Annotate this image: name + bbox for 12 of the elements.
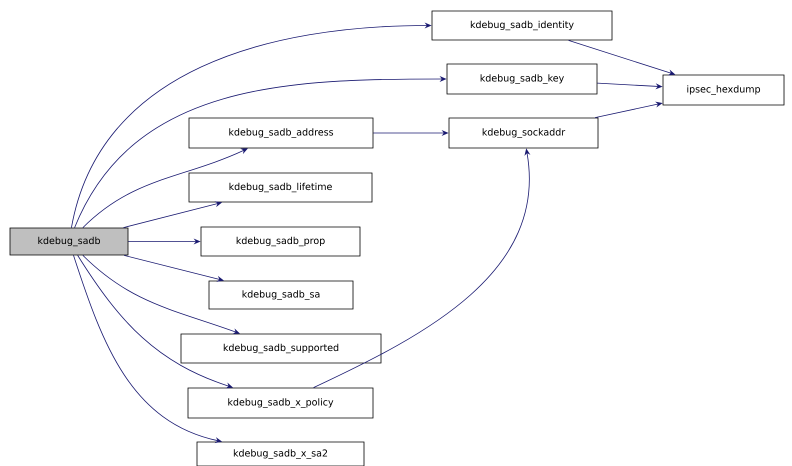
function-box: kdebug_sadb_x_policy: [188, 388, 374, 418]
function-box: kdebug_sadb_key: [446, 64, 598, 94]
function-box: kdebug_sadb: [10, 228, 128, 256]
function-box: kdebug_sadb_address: [188, 118, 374, 148]
function-box: kdebug_sockaddr: [448, 118, 598, 148]
function-box: kdebug_sadb_sa: [208, 280, 354, 310]
function-box: ipsec_hexdump: [662, 74, 784, 106]
function-box: kdebug_sadb_identity: [432, 10, 612, 40]
function-box: kdebug_sadb_lifetime: [188, 172, 372, 202]
function-box: kdebug_sadb_prop: [200, 226, 360, 256]
function-box: kdebug_sadb_supported: [180, 334, 382, 364]
function-box: kdebug_sadb_x_sa2: [196, 442, 364, 466]
